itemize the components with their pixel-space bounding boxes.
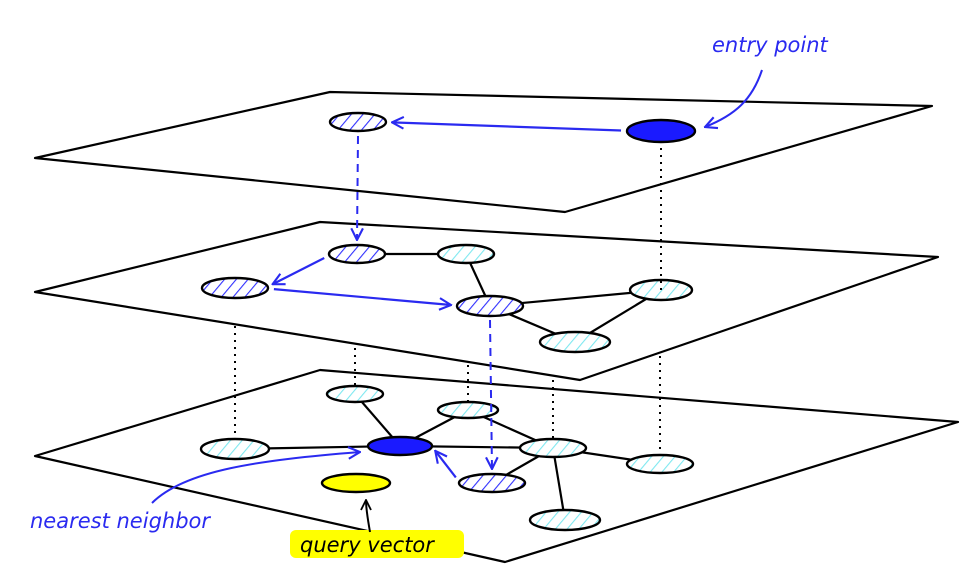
node-visited [455, 294, 525, 318]
search-path [273, 122, 622, 479]
nearest-neighbor-arrow [151, 452, 360, 504]
node-visited [200, 276, 270, 300]
search-path-arrow [392, 122, 622, 132]
annotation-query-vector: query vector [290, 500, 464, 558]
search-path-arrow [273, 257, 325, 284]
node-visited [457, 472, 527, 494]
plane-top [33, 90, 934, 214]
node-visited [327, 243, 387, 265]
annotation-entry-point: entry point [705, 33, 829, 127]
layer-top [33, 90, 934, 214]
plane-bottom [33, 368, 960, 564]
node-unvisited [528, 508, 602, 532]
descend-arrow [357, 135, 358, 240]
node-unvisited [625, 453, 695, 475]
query-vector-highlight [290, 530, 464, 558]
entry-point-arrow [705, 69, 763, 127]
search-path-arrow [273, 288, 451, 305]
layer-middle [33, 220, 940, 382]
node-unvisited [199, 437, 271, 461]
graph-edge [551, 447, 567, 521]
node-unvisited [436, 243, 496, 265]
entry-point-label: entry point [712, 33, 829, 57]
node-unvisited [518, 437, 588, 459]
nodes-middle [200, 243, 694, 354]
node-unvisited [436, 400, 500, 420]
nearest-neighbor-label: nearest neighbor [30, 509, 211, 533]
annotation-nearest-neighbor: nearest neighbor [30, 452, 360, 533]
node-nearest [366, 435, 434, 457]
node-entry [625, 118, 697, 144]
nodes-top [328, 111, 697, 144]
node-query [320, 472, 392, 494]
node-unvisited [538, 330, 612, 354]
query-vector-arrow [366, 500, 370, 533]
nodes-bottom [199, 384, 695, 532]
node-visited [328, 111, 388, 133]
descend-arrow [490, 319, 492, 469]
query-vector-label: query vector [300, 533, 435, 557]
search-path-arrow [435, 451, 457, 479]
node-unvisited [325, 384, 385, 404]
